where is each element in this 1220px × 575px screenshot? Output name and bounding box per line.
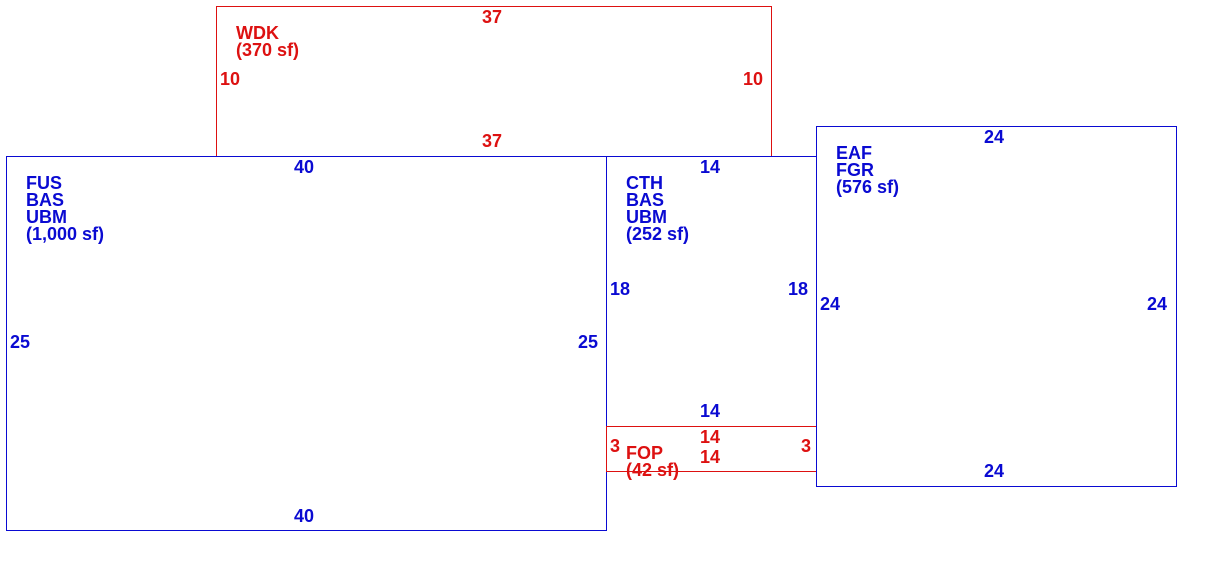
wdk-code: WDK <box>236 23 279 43</box>
fop-dim-top: 14 <box>700 427 721 447</box>
wdk-dim-right: 10 <box>743 69 764 89</box>
eaf-sf: (576 sf) <box>836 177 900 197</box>
cth-dim-right: 18 <box>788 279 809 299</box>
fus-label: FUS BAS UBM (1,000 sf) <box>26 173 105 244</box>
wdk-dim-bottom: 37 <box>482 131 503 151</box>
fop-dim-bottom: 14 <box>700 447 721 467</box>
eaf-dim-top: 24 <box>984 127 1005 147</box>
wdk-dim-top: 37 <box>482 7 503 27</box>
cth-code-1: CTH <box>626 173 663 193</box>
wdk-dim-left: 10 <box>220 69 241 89</box>
cth-dim-bottom: 14 <box>700 401 721 421</box>
eaf-label: EAF FGR (576 sf) <box>836 143 900 197</box>
eaf-code-2: FGR <box>836 160 874 180</box>
fus-dim-bottom: 40 <box>294 506 315 526</box>
fus-code-1: FUS <box>26 173 62 193</box>
fus-code-3: UBM <box>26 207 67 227</box>
fop-dim-left: 3 <box>610 436 621 456</box>
cth-dim-top: 14 <box>700 157 721 177</box>
wdk-label: WDK (370 sf) <box>236 23 300 60</box>
eaf-dim-left: 24 <box>820 294 841 314</box>
eaf-area <box>816 126 1177 487</box>
fop-sf: (42 sf) <box>626 460 680 480</box>
fop-dim-right: 3 <box>801 436 812 456</box>
fus-sf: (1,000 sf) <box>26 224 105 244</box>
fop-code: FOP <box>626 443 664 463</box>
eaf-dim-right: 24 <box>1147 294 1168 314</box>
fus-dim-left: 25 <box>10 332 31 352</box>
cth-label: CTH BAS UBM (252 sf) <box>626 173 690 244</box>
cth-code-3: UBM <box>626 207 667 227</box>
fus-dim-top: 40 <box>294 157 315 177</box>
cth-dim-left: 18 <box>610 279 631 299</box>
wdk-sf: (370 sf) <box>236 40 300 60</box>
fus-dim-right: 25 <box>578 332 599 352</box>
cth-code-2: BAS <box>626 190 665 210</box>
cth-sf: (252 sf) <box>626 224 690 244</box>
eaf-code-1: EAF <box>836 143 872 163</box>
fus-code-2: BAS <box>26 190 65 210</box>
eaf-dim-bottom: 24 <box>984 461 1005 481</box>
fop-label: FOP (42 sf) <box>626 443 680 480</box>
